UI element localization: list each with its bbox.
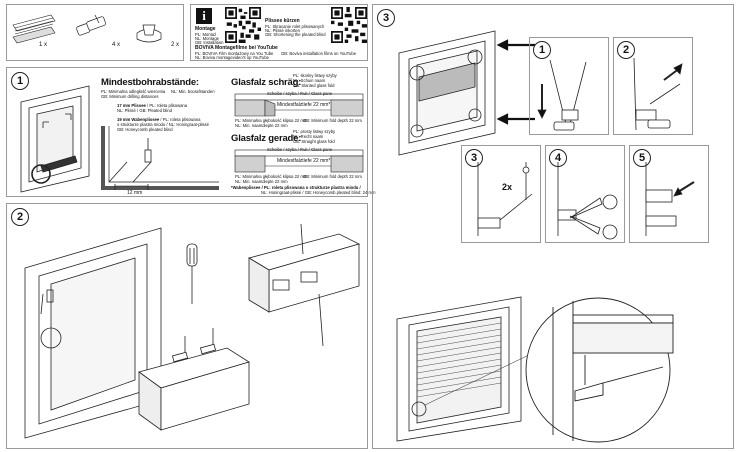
headrail-block-illustration [138,328,250,431]
oblique-glass-label: Scheibe / szyba / Ruit / Glass pane [267,91,333,96]
substep4-panel: 4 [545,145,625,243]
tension-clip-illustration [76,14,106,36]
side-mount-illustration [247,223,361,347]
qty-cap: 2 x [171,42,180,48]
step2-panel: 2 [6,203,368,449]
arrow-icon [496,39,535,125]
pleated-blind-part-illustration [12,14,56,44]
end-cap-illustration [136,24,162,43]
drilling-title: Mindestbohrabstände: [101,77,199,88]
step2-badge: 2 [11,208,29,226]
drilling-pleated-nl: NL: Plissé / GB: Pleated blind [117,108,172,113]
glassfalz-oblique-pl: PL: skośny listwy szyby [293,73,337,78]
qty-blind: 1 x [39,42,48,48]
straight-depth-label: Mindestfalztiefe 22 mm* [277,158,331,164]
step1-panel: 1 Mindestbohrabstände: PL: Minimalna odl… [6,67,376,197]
oblique-fold-diagram [234,93,364,117]
footnote-line1: *Wabenplissee / PL: roleta plisowana o s… [231,185,361,190]
drilling-dim: 12 mm [127,190,143,196]
substep1-badge: 1 [533,41,551,59]
straight-fold-diagram [234,149,364,173]
step3-badge: 3 [377,9,395,27]
drilling-nl: NL: Min. boorafstanden [171,89,215,94]
substep3-panel: 3 2x [461,145,541,243]
glassfalz-oblique-title: Glasfalz schräg: [231,77,302,88]
youtube-gb: GB: Boviva installation films on YouTube [281,51,357,56]
montage-title: Montage [195,26,216,32]
glassfalz-oblique-nl: NL: Schuin naam [293,78,326,83]
substep3-badge: 3 [465,149,483,167]
drilling-distance-diagram [101,126,219,190]
plissee-pl: PL: Skracanie rolet plisowanych [265,24,325,29]
oblique-depth-label: Mindestfalztiefe 22 mm* [277,102,331,108]
oblique-note1: PL: Minimalna głębokość klipsa 22 mm [235,118,308,123]
oblique-note1b: GB: Minimum fold depth 22 mm [303,118,362,123]
drilling-honeycomb: 19 mm Wabenplissee / PL: roleta plisowan… [117,117,201,122]
qr-code-shorten[interactable] [331,7,367,43]
drilling-honeycomb-l3: GB: Honeycomb pleated blind [117,127,173,132]
window-mount-illustration [24,227,162,439]
finished-blind-illustration [396,296,534,442]
footnote-line2: NL: Honingraat-plissé / GB: Honeycomb pl… [261,190,376,195]
drilling-gb: GB: Minimum drilling distances [101,94,159,99]
montage-gb: GB: Installation [195,40,224,45]
youtube-nl: NL: Boviva montagevideo's op YouTube [195,55,269,60]
cap-insert-illustration [645,162,695,236]
info-icon: i [196,8,212,24]
plissee-nl: NL: Plissé inkorten [265,28,300,33]
substep2-badge: 2 [617,41,635,59]
step3-panel: 3 1 2 [372,4,734,449]
drilling-honeycomb-l2: o strukturze plastra miodu / NL: Honingr… [117,122,209,127]
glassfalz-straight-title: Glasfalz gerade: [231,133,302,144]
zoom-detail-circle [525,297,674,443]
oblique-note2: NL: Min. naamdiepte 22 mm [235,123,288,128]
substep1-panel: 1 [529,37,609,135]
qr-code-montage[interactable] [225,7,261,43]
cut-label: 2x [502,182,513,192]
drilling-pleated: 17 mm Plissee / PL: roleta plisowana [117,103,188,108]
cord-cut-illustration [477,162,533,236]
glassfalz-straight-gb: GB: Straight glass fold [293,139,335,144]
plissee-gb: GB: Shortening the pleated blind [265,32,326,37]
montage-pl: PL: Montaż [195,32,217,37]
clip-release-illustration [633,57,683,131]
montage-nl: NL: Montage [195,36,219,41]
substep5-panel: 5 [629,145,709,243]
step1-badge: 1 [11,72,29,90]
straight-note2: NL: Min. naamdiepte 22 mm [235,179,288,184]
scissors-icon [557,162,618,240]
window-corner-illustration [20,85,90,193]
plissee-title: Plissee kürzen [265,18,300,24]
glassfalz-straight-nl: NL: Recht naam [293,134,324,139]
screwdriver-icon [186,243,198,304]
straight-note1: PL: Minimalna głębokość klipsa 22 mm [235,174,308,179]
qty-clip: 4 x [112,42,121,48]
glassfalz-oblique-gb: GB: Slanted glass fold [293,83,335,88]
straight-glass-label: Scheibe / szyba / Ruit / Glass pane [267,147,333,152]
window-shorten-illustration [398,30,496,156]
info-panel: i Montage PL: Montaż NL: Montage GB: Ins… [190,4,368,61]
substep2-panel: 2 [613,37,693,135]
substep5-badge: 5 [633,149,651,167]
glassfalz-straight-pl: PL: prosty listwy szyby [293,129,336,134]
youtube-pl: PL: BOVIVA Film montażowy na You Tube [195,51,274,56]
youtube-title: BOVIVA Montagefilme bei YouTube [195,45,278,51]
straight-note1b: GB: Minimum fold depth 22 mm [303,174,362,179]
parts-panel: 1 x 4 x 2 x [6,4,184,61]
pliers-icon [537,59,587,131]
drilling-pl: PL: Minimalna odległość wiercenia [101,89,166,94]
